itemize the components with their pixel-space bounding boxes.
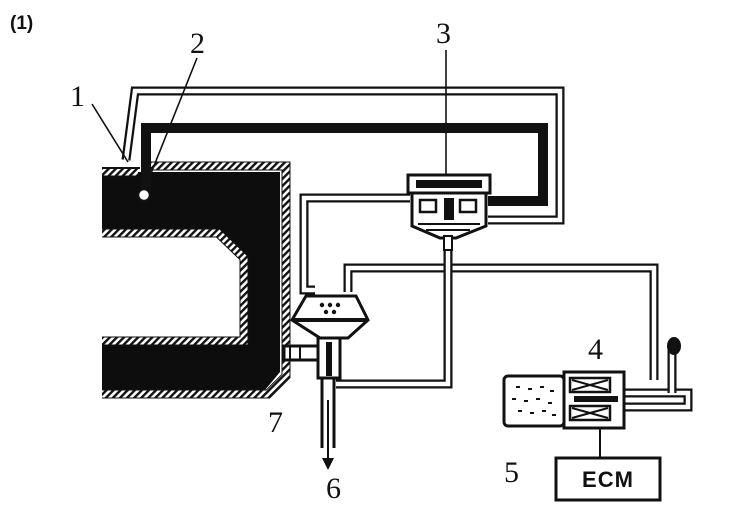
label-7: 7 xyxy=(268,406,283,439)
label-4: 4 xyxy=(588,333,603,366)
fuel-pressure-regulator xyxy=(282,294,370,448)
hose-network xyxy=(121,86,693,412)
vsv-solenoid-4 xyxy=(502,370,626,458)
label-1: 1 xyxy=(70,80,85,113)
label-6: 6 xyxy=(326,472,341,505)
intake-manifold xyxy=(102,161,291,399)
air-filter xyxy=(667,337,681,355)
label-5: 5 xyxy=(504,456,519,489)
vacuum-valve-3 xyxy=(406,173,492,251)
figure-label: (1) xyxy=(10,13,33,34)
label-2: 2 xyxy=(190,27,205,60)
ecm-label: ECM xyxy=(582,467,634,492)
vacuum-hose-main xyxy=(141,123,548,206)
label-3: 3 xyxy=(436,17,451,50)
ecm-box: ECM xyxy=(554,456,662,502)
fuel-flow-arrow xyxy=(322,400,334,470)
leader-lines xyxy=(91,50,447,187)
